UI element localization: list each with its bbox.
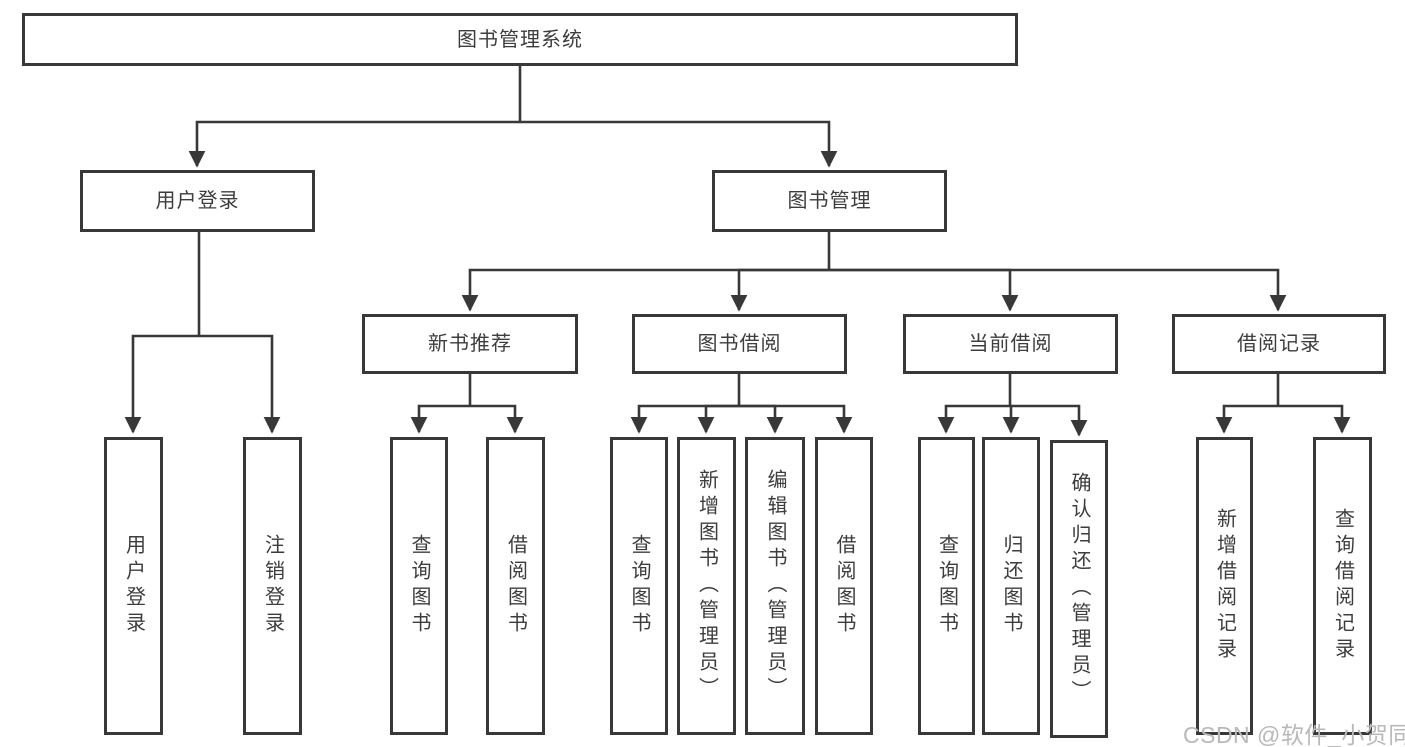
leaf-edit-books-admin: 编辑图书（管理员） xyxy=(745,437,805,735)
leaf-label: 借阅图书 xyxy=(833,534,855,638)
leaf-label: 用户登录 xyxy=(122,534,145,638)
node-label: 新书推荐 xyxy=(428,333,512,355)
node-book-management-system: 图书管理系统 xyxy=(22,13,1018,66)
node-new-book-recommend: 新书推荐 xyxy=(362,314,578,374)
leaf-label: 查询图书 xyxy=(935,534,958,638)
node-label: 用户登录 xyxy=(155,190,240,212)
leaf-query-books-3: 查询图书 xyxy=(918,437,975,735)
node-label: 图书管理系统 xyxy=(457,28,583,51)
leaf-logout: 注销登录 xyxy=(243,437,302,735)
leaf-borrow-books-1: 借阅图书 xyxy=(486,437,545,735)
node-label: 借阅记录 xyxy=(1237,333,1321,355)
leaf-add-borrow-record: 新增借阅记录 xyxy=(1196,437,1253,735)
leaf-label: 编辑图书（管理员） xyxy=(764,469,786,703)
leaf-user-login: 用户登录 xyxy=(104,437,163,735)
leaf-label: 查询图书 xyxy=(408,534,430,638)
node-label: 当前借阅 xyxy=(968,333,1053,355)
leaf-label: 新增借阅记录 xyxy=(1213,508,1236,664)
leaf-label: 新增图书（管理员） xyxy=(695,469,718,703)
node-user-login: 用户登录 xyxy=(80,170,315,232)
node-borrowing-records: 借阅记录 xyxy=(1172,314,1386,374)
leaf-query-borrow-record: 查询借阅记录 xyxy=(1313,437,1372,735)
leaf-label: 查询借阅记录 xyxy=(1331,508,1354,664)
csdn-watermark: CSDN @软件_小贺同学 xyxy=(1183,722,1405,747)
node-book-borrowing: 图书借阅 xyxy=(632,314,847,374)
leaf-borrow-books-2: 借阅图书 xyxy=(815,437,873,735)
leaf-label: 查询图书 xyxy=(628,534,650,638)
node-book-management: 图书管理 xyxy=(712,170,947,232)
leaf-confirm-return-admin: 确认归还（管理员） xyxy=(1050,440,1108,738)
node-label: 图书借阅 xyxy=(697,333,782,355)
leaf-label: 注销登录 xyxy=(261,534,284,638)
leaf-add-books-admin: 新增图书（管理员） xyxy=(677,437,736,735)
leaf-label: 归还图书 xyxy=(1000,534,1022,638)
node-label: 图书管理 xyxy=(787,190,872,212)
leaf-query-books-1: 查询图书 xyxy=(390,437,448,735)
leaf-query-books-2: 查询图书 xyxy=(610,437,668,735)
leaf-label: 借阅图书 xyxy=(504,534,527,638)
leaf-return-books: 归还图书 xyxy=(982,437,1040,735)
leaf-label: 确认归还（管理员） xyxy=(1068,472,1090,706)
node-current-borrowing: 当前借阅 xyxy=(903,314,1118,374)
